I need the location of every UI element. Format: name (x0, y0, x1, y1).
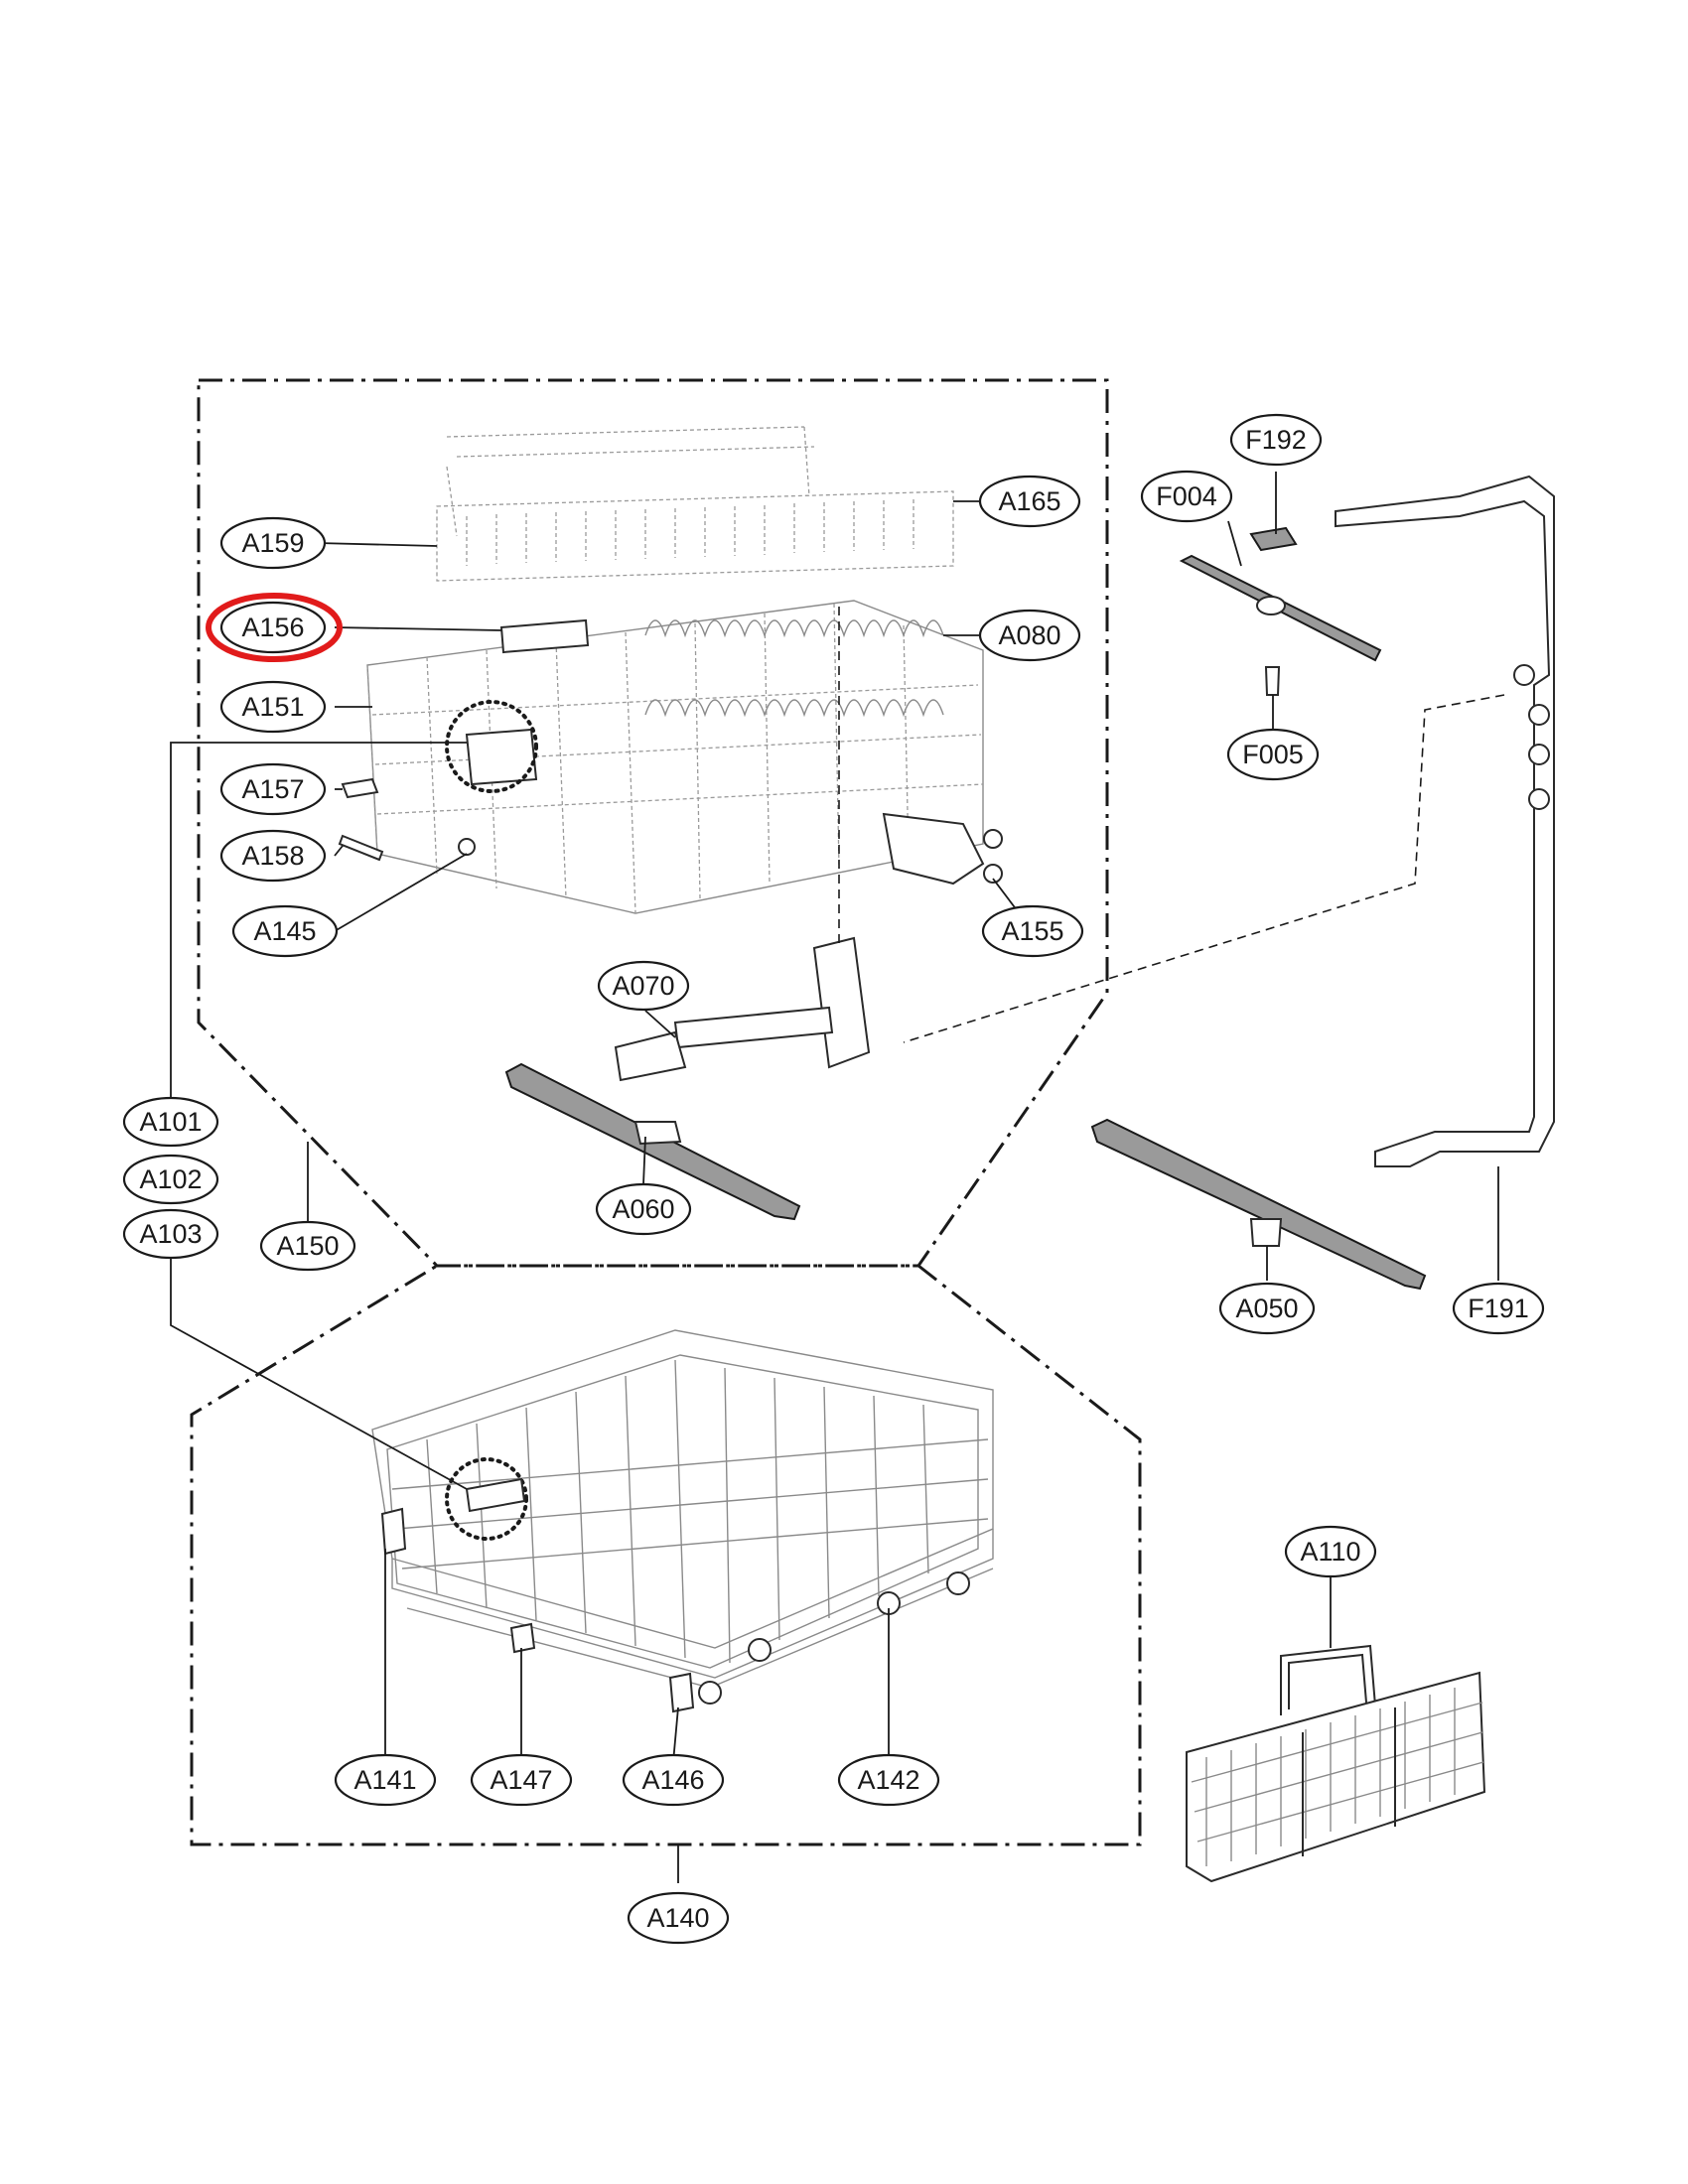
svg-text:A151: A151 (241, 692, 304, 722)
svg-text:A165: A165 (998, 486, 1060, 516)
lower-rack-drawing (371, 1329, 994, 1713)
svg-text:A156: A156 (241, 613, 304, 642)
leader-lines (170, 472, 1499, 1883)
label-A101: A101 (122, 1096, 219, 1148)
lower-rack-boundary (190, 1264, 1142, 1846)
part-a147 (509, 1622, 536, 1654)
svg-text:A080: A080 (998, 620, 1060, 650)
svg-text:F004: F004 (1156, 481, 1217, 511)
detail-circle-lower (445, 1457, 528, 1541)
label-F191: F191 (1452, 1282, 1545, 1335)
svg-text:A146: A146 (641, 1765, 704, 1795)
part-a158 (338, 834, 384, 862)
part-a157 (341, 777, 379, 799)
label-F192: F192 (1229, 413, 1323, 467)
svg-text:F005: F005 (1242, 740, 1304, 769)
label-A145: A145 (231, 904, 339, 958)
part-a141 (380, 1507, 407, 1556)
label-A158: A158 (219, 829, 327, 883)
label-A147: A147 (470, 1753, 573, 1807)
upper-rack-tines (436, 426, 954, 582)
label-A141: A141 (334, 1753, 437, 1807)
label-A151: A151 (219, 680, 327, 734)
part-a070-supply-tube (614, 606, 871, 1082)
label-F005: F005 (1226, 728, 1320, 781)
label-A159: A159 (219, 516, 327, 570)
detail-circle-upper (445, 700, 538, 793)
part-a155 (882, 812, 985, 886)
part-a145 (458, 838, 476, 856)
label-A165: A165 (978, 475, 1081, 528)
svg-text:A060: A060 (612, 1194, 674, 1224)
svg-text:A147: A147 (490, 1765, 552, 1795)
label-A080: A080 (978, 609, 1081, 662)
svg-text:A159: A159 (241, 528, 304, 558)
label-A155: A155 (981, 904, 1084, 958)
svg-text:A155: A155 (1001, 916, 1063, 946)
part-a050-lower-spray-arm (1090, 1118, 1427, 1291)
part-f192 (1249, 526, 1298, 552)
svg-text:A145: A145 (253, 916, 316, 946)
part-a146 (668, 1672, 695, 1713)
part-a110-cutlery-basket (1186, 1644, 1486, 1883)
svg-text:A102: A102 (139, 1164, 202, 1194)
part-f191-supply-pipe (903, 475, 1555, 1167)
label-A060: A060 (595, 1182, 692, 1236)
upper-rack-drawing (338, 426, 1003, 914)
svg-text:A141: A141 (353, 1765, 416, 1795)
svg-text:A070: A070 (612, 971, 674, 1001)
label-A050: A050 (1218, 1282, 1316, 1335)
label-A156: A156 (219, 601, 327, 654)
label-A110: A110 (1284, 1525, 1377, 1578)
label-A142: A142 (837, 1753, 940, 1807)
label-A150: A150 (259, 1220, 356, 1272)
label-A103: A103 (122, 1208, 219, 1260)
svg-text:A110: A110 (1300, 1537, 1360, 1567)
label-A070: A070 (597, 960, 690, 1012)
label-A146: A146 (622, 1753, 725, 1807)
highlight-ring-a156 (206, 593, 343, 662)
svg-text:A103: A103 (139, 1219, 202, 1249)
part-a156-handle (499, 618, 590, 654)
svg-text:A150: A150 (276, 1231, 339, 1261)
svg-text:A157: A157 (241, 774, 304, 804)
label-A140: A140 (627, 1891, 730, 1945)
part-f005-screw (1264, 666, 1281, 696)
label-F004: F004 (1140, 470, 1233, 523)
svg-text:F192: F192 (1245, 425, 1307, 455)
svg-text:A101: A101 (139, 1107, 202, 1137)
svg-text:A158: A158 (241, 841, 304, 871)
label-A157: A157 (219, 762, 327, 816)
label-A102: A102 (122, 1154, 219, 1205)
svg-text:F191: F191 (1468, 1294, 1529, 1323)
svg-text:A140: A140 (646, 1903, 709, 1933)
svg-text:A050: A050 (1235, 1294, 1298, 1323)
svg-text:A142: A142 (857, 1765, 919, 1795)
